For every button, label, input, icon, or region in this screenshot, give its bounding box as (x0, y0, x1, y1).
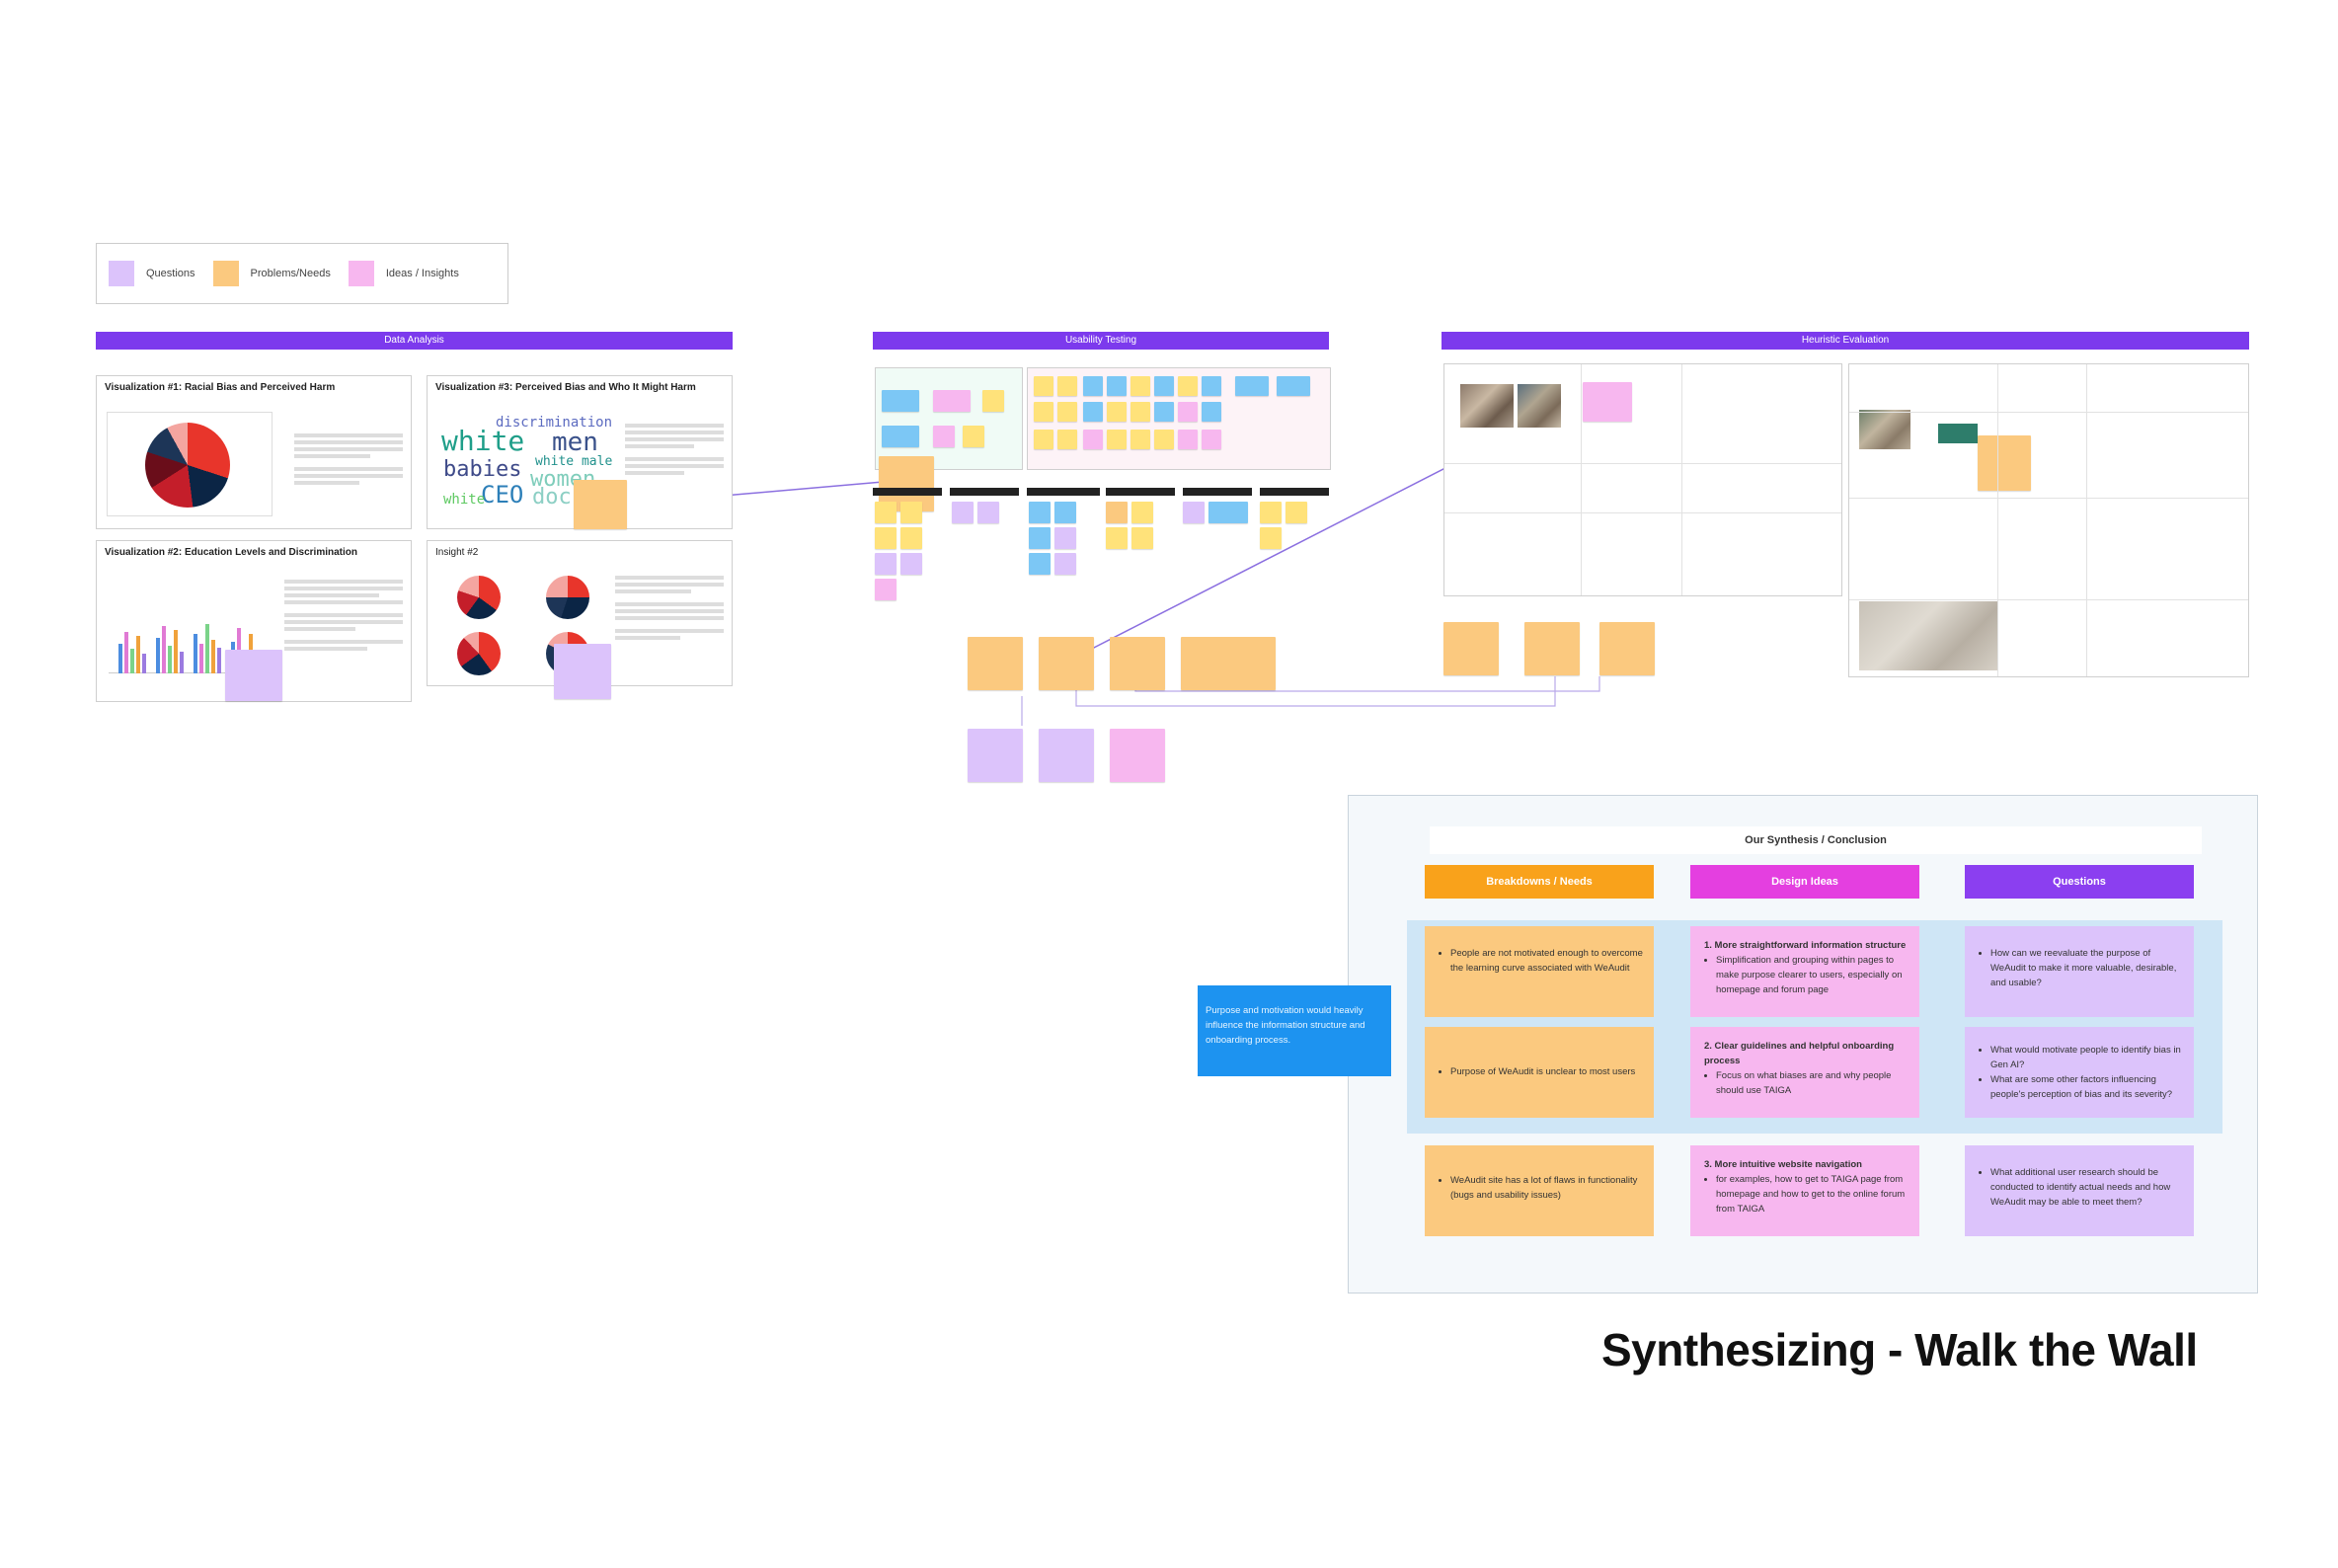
legend-item-ideas: Ideas / Insights (348, 261, 459, 286)
section-header-heuristic-evaluation: Heuristic Evaluation (1442, 332, 2249, 350)
sticky-note[interactable] (1978, 435, 2031, 491)
legend: Questions Problems/Needs Ideas / Insight… (96, 243, 508, 304)
viz-card-title: Visualization #3: Perceived Bias and Who… (435, 382, 696, 393)
callout-note[interactable]: Purpose and motivation would heavily inf… (1198, 985, 1391, 1076)
column-header-questions: Questions (1965, 865, 2194, 899)
insight-card-title: Insight #2 (435, 547, 479, 558)
usability-frame-right (1027, 367, 1331, 470)
sticky-note[interactable] (1524, 622, 1580, 675)
viz-card-title: Visualization #1: Racial Bias and Percei… (105, 382, 336, 393)
note-text: for examples, how to get to TAIGA page f… (1716, 1172, 1909, 1216)
pie-chart (457, 632, 501, 675)
sticky-note[interactable] (1181, 637, 1276, 690)
design-idea-note[interactable]: 2. Clear guidelines and helpful onboardi… (1690, 1027, 1919, 1118)
pie-chart (145, 423, 230, 508)
column-header-needs: Breakdowns / Needs (1425, 865, 1654, 899)
screenshot-thumbnail (1859, 601, 1997, 670)
section-header-usability-testing: Usability Testing (873, 332, 1329, 350)
note-text: What additional user research should be … (1990, 1165, 2184, 1210)
page-headline: Synthesizing - Walk the Wall (1601, 1324, 2198, 1375)
note-title: 2. Clear guidelines and helpful onboardi… (1704, 1041, 1895, 1066)
legend-swatch (212, 261, 239, 286)
word: doc (532, 485, 572, 510)
sticky-note[interactable] (554, 644, 611, 699)
pie-chart-frame (107, 412, 273, 516)
synthesis-title: Our Synthesis / Conclusion (1430, 826, 2202, 854)
insight-card[interactable]: Insight #2 (427, 540, 733, 699)
needs-note[interactable]: People are not motivated enough to overc… (1425, 926, 1654, 1017)
viz-card-text (294, 431, 403, 490)
note-text: Simplification and grouping within pages… (1716, 953, 1909, 997)
section-header-data-analysis: Data Analysis (96, 332, 733, 350)
word: white male (535, 454, 613, 469)
insight-card-text (615, 573, 724, 643)
design-idea-note[interactable]: 3. More intuitive website navigation for… (1690, 1145, 1919, 1236)
sticky-note[interactable] (968, 637, 1023, 690)
sticky-note[interactable] (968, 729, 1023, 782)
pie-chart (457, 576, 501, 619)
needs-note[interactable]: WeAudit site has a lot of flaws in funct… (1425, 1145, 1654, 1236)
note-text: How can we reevaluate the purpose of WeA… (1990, 946, 2184, 990)
sticky-note[interactable] (1110, 637, 1165, 690)
viz-card-text (625, 421, 724, 478)
sticky-note[interactable] (1039, 637, 1094, 690)
word: white (441, 425, 525, 457)
viz-card-3[interactable]: Visualization #3: Perceived Bias and Who… (427, 375, 733, 529)
screenshot-thumbnail (1859, 410, 1910, 449)
sticky-note[interactable] (982, 390, 1004, 412)
legend-item-questions: Questions (109, 261, 195, 286)
sticky-note[interactable] (1599, 622, 1655, 675)
sticky-note[interactable] (882, 390, 919, 412)
note-text: What are some other factors influencing … (1990, 1072, 2184, 1102)
question-note[interactable]: What additional user research should be … (1965, 1145, 2194, 1236)
pie-chart (546, 576, 589, 619)
sticky-note[interactable] (933, 390, 971, 412)
viz-card-1[interactable]: Visualization #1: Racial Bias and Percei… (96, 375, 412, 529)
note-text: Purpose of WeAudit is unclear to most us… (1450, 1064, 1644, 1079)
sticky-note[interactable] (882, 426, 919, 447)
usability-frame-left (875, 367, 1023, 470)
sticky-note[interactable] (1110, 729, 1165, 782)
screenshot-thumbnail (1938, 424, 1978, 443)
column-label (873, 488, 942, 496)
viz-card-title: Visualization #2: Education Levels and D… (105, 547, 357, 558)
word: men (552, 428, 598, 457)
note-text: WeAudit site has a lot of flaws in funct… (1450, 1173, 1644, 1203)
viz-card-2[interactable]: Visualization #2: Education Levels and D… (96, 540, 412, 702)
column-label (950, 488, 1019, 496)
design-idea-note[interactable]: 1. More straightforward information stru… (1690, 926, 1919, 1017)
sticky-note[interactable] (1443, 622, 1499, 675)
sticky-note[interactable] (574, 480, 627, 529)
note-text: What would motivate people to identify b… (1990, 1043, 2184, 1072)
question-note[interactable]: How can we reevaluate the purpose of WeA… (1965, 926, 2194, 1017)
column-label (1183, 488, 1252, 496)
word: discrimination (496, 415, 613, 431)
column-label (1260, 488, 1329, 496)
question-note[interactable]: What would motivate people to identify b… (1965, 1027, 2194, 1118)
sticky-note[interactable] (225, 650, 282, 701)
needs-note[interactable]: Purpose of WeAudit is unclear to most us… (1425, 1027, 1654, 1118)
sticky-note[interactable] (1583, 382, 1632, 422)
viz-card-text (284, 577, 403, 654)
legend-item-problems: Problems/Needs (212, 261, 331, 286)
legend-swatch (109, 261, 134, 286)
word: babies (443, 457, 522, 482)
screenshot-thumbnail (1518, 384, 1561, 428)
heuristic-frame-left (1443, 363, 1842, 596)
note-text: Focus on what biases are and why people … (1716, 1068, 1909, 1098)
note-title: 1. More straightforward information stru… (1704, 940, 1907, 951)
column-label (1106, 488, 1175, 496)
sticky-note[interactable] (963, 426, 984, 447)
column-label (1027, 488, 1100, 496)
note-text: People are not motivated enough to overc… (1450, 946, 1644, 976)
heuristic-frame-right (1848, 363, 2249, 677)
screenshot-thumbnail (1460, 384, 1514, 428)
sticky-note[interactable] (1039, 729, 1094, 782)
sticky-note[interactable] (933, 426, 955, 447)
note-title: 3. More intuitive website navigation (1704, 1159, 1862, 1170)
word: CEO (481, 481, 524, 509)
column-header-design-ideas: Design Ideas (1690, 865, 1919, 899)
word: white (443, 492, 486, 508)
legend-swatch (348, 261, 374, 286)
